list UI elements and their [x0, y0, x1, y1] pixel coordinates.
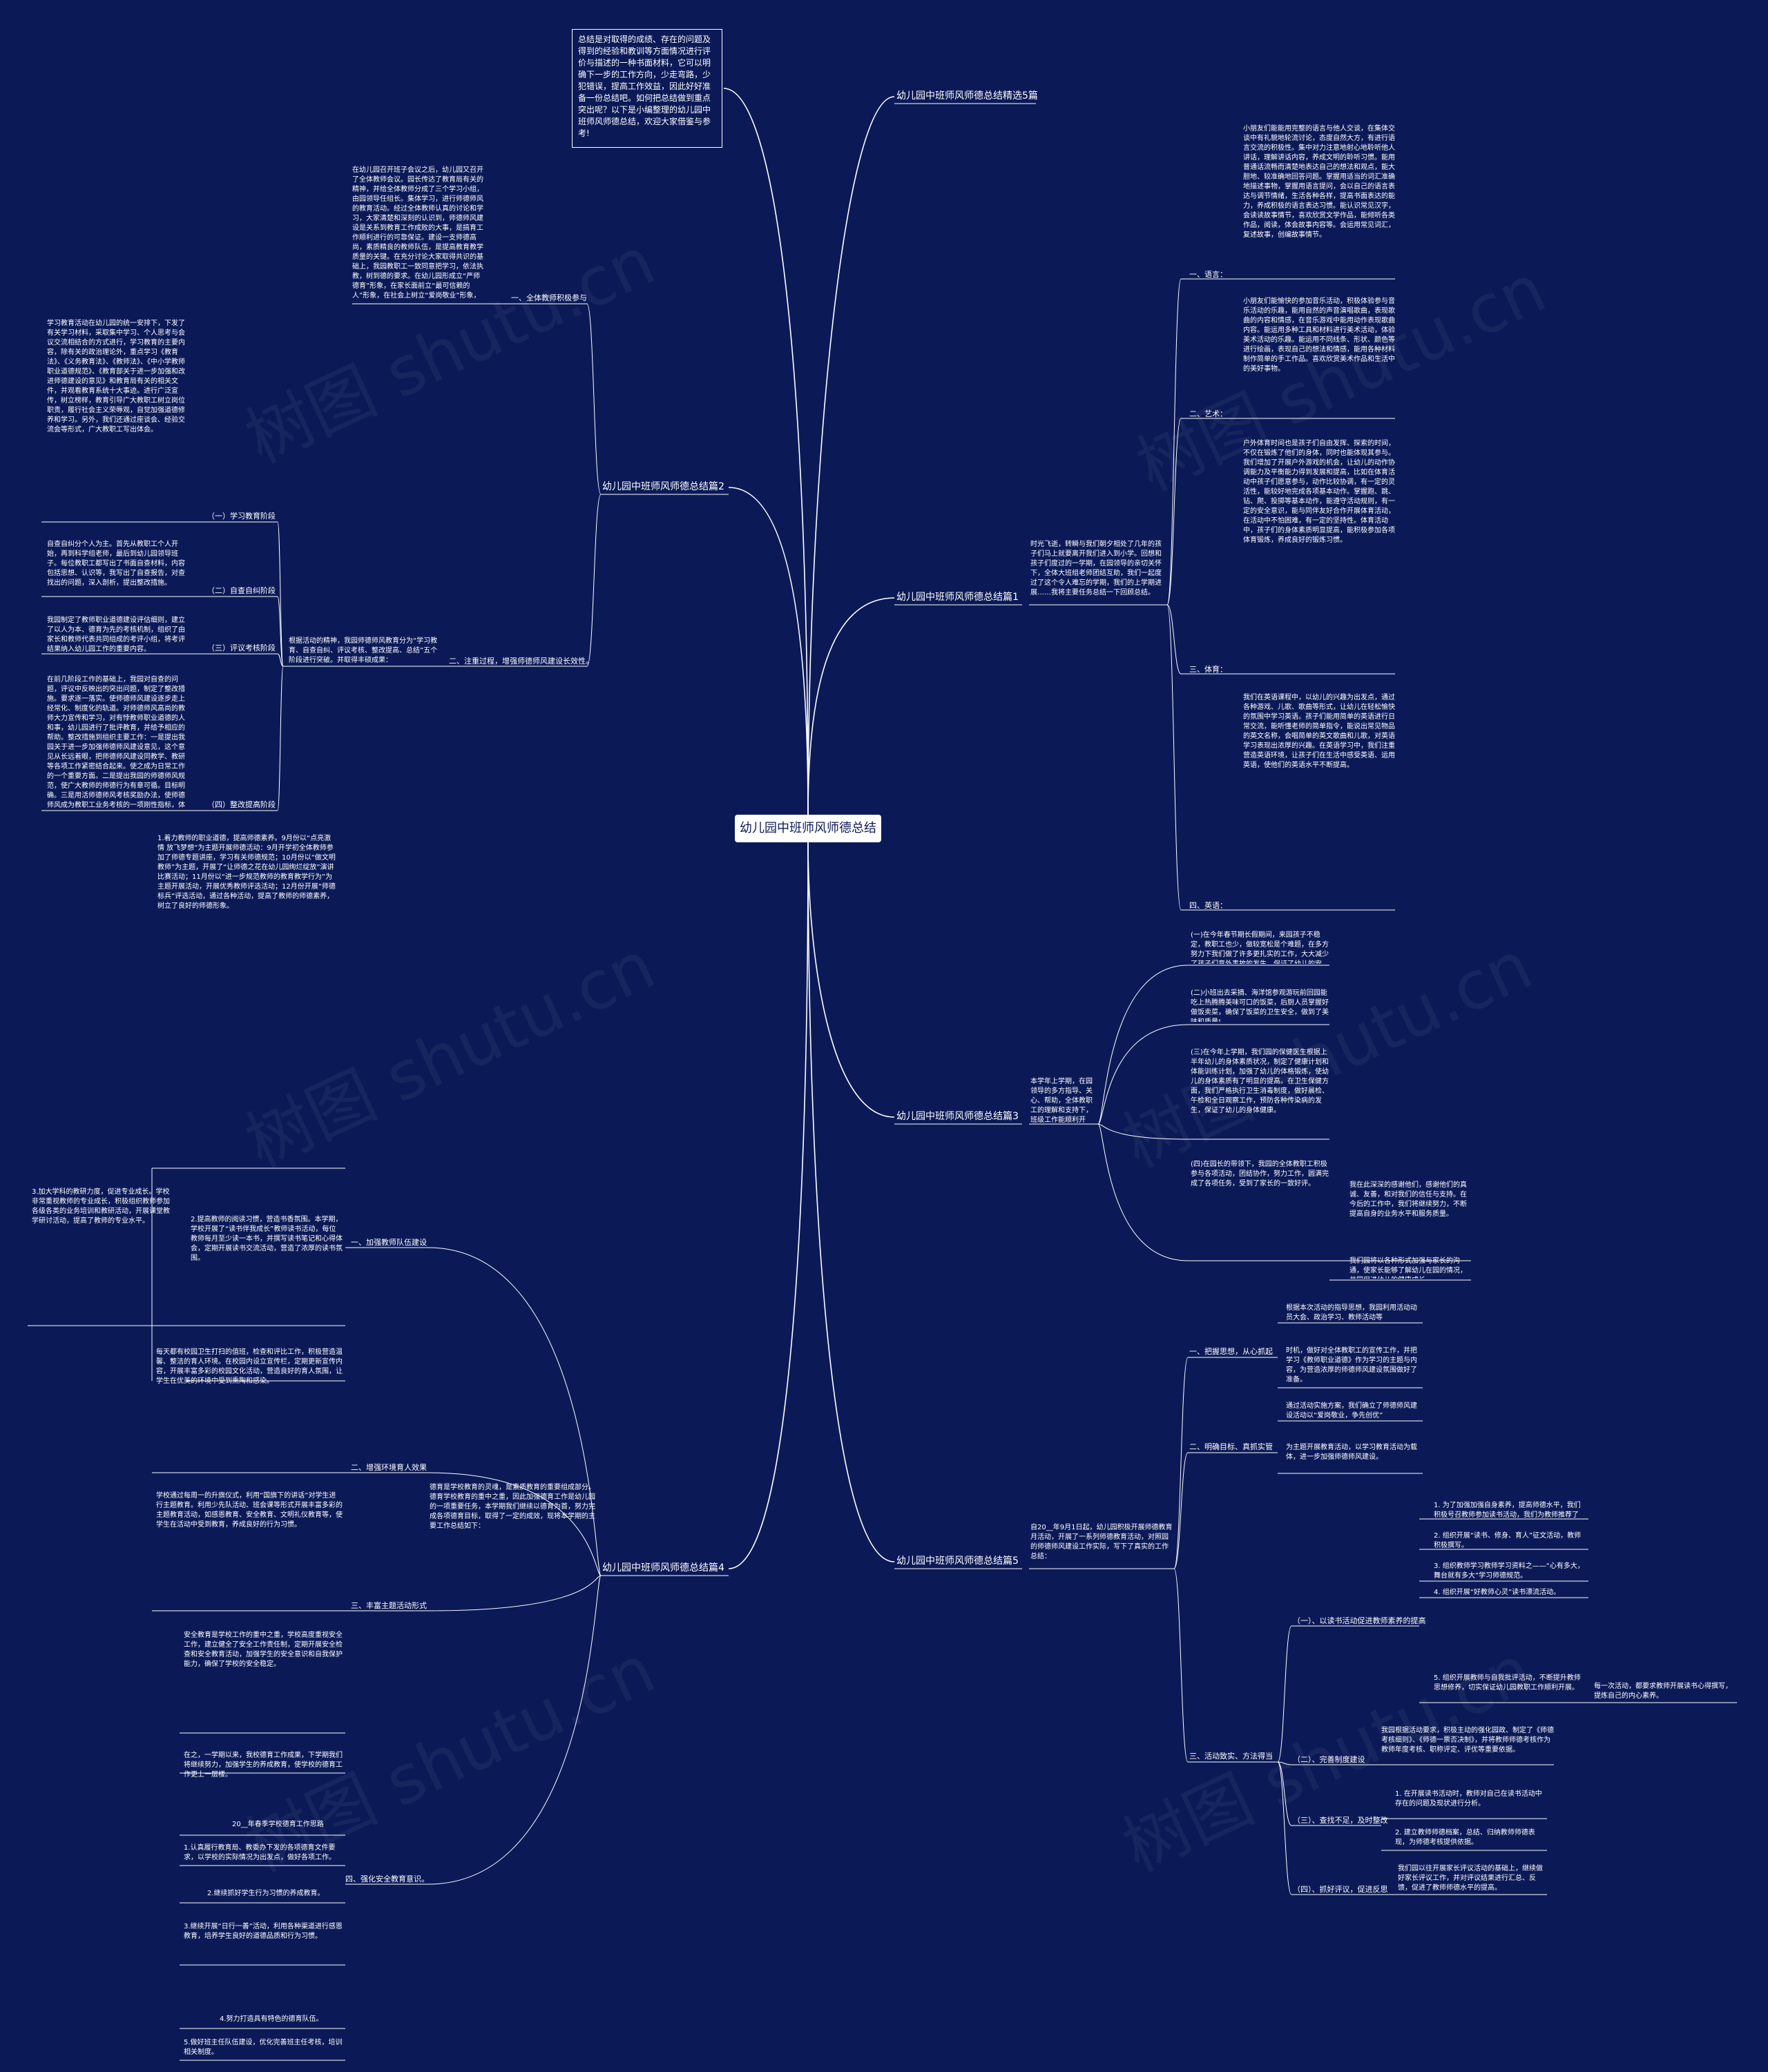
p4-section-1-c: 3.加大学科的教研力度，促进专业成长。学校非常重视教师的专业成长，积极组织教师参… [32, 1188, 170, 1225]
p3-item-4: (四)在园长的带领下，我园的全体教职工积极参与各项活动，团结协作，努力工作，圆满… [1191, 1161, 1329, 1188]
p5-section-2-b: 为主题开展教育活动，以学习教育活动为载体，进一步加强师德师风建设。 [1286, 1444, 1417, 1461]
p5-reading-5: 5. 组织开展教师与自我批评活动，不断提升教师思想修养，切实保证幼儿园教职工作顺… [1434, 1674, 1581, 1692]
p4-section-3-text: 学校通过每周一的升旗仪式，利用“国旗下的讲话”对学生进行主题教育。利用少先队活动… [156, 1492, 343, 1529]
p4-section-4-text: 安全教育是学校工作的重中之重，学校高度重视安全工作，建立健全了安全工作责任制，定… [184, 1632, 343, 1668]
p4-section-4[interactable]: 四、强化安全教育意识。 [345, 1875, 429, 1884]
root-node[interactable]: 幼儿园中班师风师德总结 [735, 815, 881, 842]
p2-stage-2-text: 自查自纠分个人为主。首先从教职工个人开始，再到科学组老师，最后到幼儿园领导班子。… [47, 541, 185, 587]
p2-section-2[interactable]: 二、注重过程，增强师德师风建设长效性。 [449, 657, 593, 666]
p5-section-1[interactable]: 一、把握思想，从心抓起 [1189, 1347, 1273, 1356]
p1-pe-text: 户外体育时间也是孩子们自由发挥、探索的时间，不仅在锻炼了他们的身体，同时也能体现… [1243, 440, 1395, 544]
p2-stage-4-text: 在前几阶段工作的基础上，我园对自查的问题，评议中反映出的突出问题，制定了整改措施… [47, 676, 185, 808]
p3-item-3: (三)在今年上学期，我们园的保健医生根据上半年幼儿的身体素质状况，制定了健康计划… [1191, 1049, 1329, 1114]
p4-section-2-text: 每天都有校园卫生打扫的值班，检查和评比工作，积极营造温馨、整洁的育人环境。在校园… [156, 1348, 343, 1385]
p5-reading-activity[interactable]: （一）、以读书活动促进教师素养的提高 [1293, 1616, 1426, 1625]
p5-system-building[interactable]: （二）、完善制度建设 [1293, 1755, 1365, 1764]
p2-stage-2[interactable]: （二）自查自纠阶段 [207, 586, 276, 595]
p1-art-text: 小朋友们能愉快的参加音乐活动，积极体验参与音乐活动的乐趣，能用自然的声音演唱歌曲… [1243, 298, 1395, 373]
p2-section-1-text: 在幼儿园召开班子会议之后，幼儿园又召开了全体教师会议。园长传达了教育局有关的精神… [352, 166, 483, 300]
p2-stage-4[interactable]: （四）整改提高阶段 [207, 800, 276, 809]
p3-item-2: (二)小班出去采摘、海洋馆参观游玩前回园能吃上热腾腾美味可口的饭菜，后厨人员掌握… [1191, 989, 1329, 1022]
p5-section-3[interactable]: 三、活动致实、方法得当 [1189, 1752, 1273, 1761]
p5-section-2-a: 通过活动实施方案，我们确立了师德师风建设活动以“爱岗敬业，争先创优” [1286, 1402, 1417, 1420]
p4-plan-3: 3.继续开展“日行一善”活动，利用各种渠道进行感恩教育，培养学生良好的道德品质和… [184, 1923, 343, 1940]
p1-art[interactable]: 二、艺术： [1189, 409, 1227, 418]
p4-plan-5: 5.做好班主任队伍建设，优化完善班主任考核，培训相关制度。 [184, 2039, 343, 2056]
p2-section-1[interactable]: 一、全体教师积极参与 [511, 293, 587, 302]
p5-section-1-b: 时机，做好对全体教职工的宣传工作，并把学习《教师职业道德》作为学习的主题与内容，… [1286, 1347, 1417, 1384]
p4-intro: 德育是学校教育的灵魂，是素质教育的重要组成部分。德育学校教育的重中之重，因此加强… [430, 1484, 595, 1530]
p4-section-1-a: 1.着力教师的职业道德，提高师德素养。9月份以“点亮激情 放飞梦想”为主题开展师… [157, 835, 336, 910]
p5-reading-5-note: 每一次活动，都要求教师开展读书心得撰写，提炼自己的内心素养。 [1594, 1683, 1732, 1700]
p5-evaluation[interactable]: （四）、抓好评议，促进反思 [1293, 1885, 1388, 1894]
p1-language-text: 小朋友们能能用完整的语言与他人交谈，在集体交谈中有礼貌地轮流讨论，态度自然大方，… [1243, 125, 1395, 239]
p4-section-3[interactable]: 三、丰富主题活动形式 [351, 1601, 427, 1610]
p5-system-text: 我园根据活动要求，积极主动的强化园政、制定了《师德考核细则》、《师德一票否决制》… [1381, 1727, 1554, 1754]
p3-item-4-detail: 我在此深深的感谢他们，感谢他们的真诚、友善，和对我们的信任与支持。在今后的工作中… [1349, 1181, 1467, 1218]
p1-pe[interactable]: 三、体育： [1189, 665, 1227, 674]
p2-stage-3[interactable]: （三）评议考核阶段 [207, 643, 276, 652]
p4-plan-4: 4.努力打造具有特色的德育队伍。 [220, 2015, 323, 2023]
p4-plan: 在之，一学期以来，我校德育工作成果，下学期我们将继续努力，加强学生的养成教育，使… [184, 1752, 343, 1779]
p5-reading-2: 2. 组织开展“读书、修身、育人”征文活动，教师积极撰写。 [1434, 1532, 1582, 1548]
p5-reading-1: 1. 为了加强加强自身素养，提高师德水平，我们积极号召教师参加读书活动，我们为教… [1434, 1502, 1581, 1518]
p5-reading-4: 4. 组织开展“好教师心灵”读书漂流活动。 [1434, 1589, 1561, 1596]
intro-note[interactable]: 总结是对取得的成绩、存在的问题及得到的经验和教训等方面情况进行评价与描述的一种书… [572, 29, 722, 148]
p5-intro: 自20__年9月1日起，幼儿园积极开展师德教育月活动，开展了一系列师德教育活动，… [1030, 1524, 1173, 1560]
p4-section-1-b: 2.提高教师的阅读习惯，营造书香氛围。本学期，学校开展了“读书伴我成长”教师读书… [191, 1216, 343, 1262]
p4-plan-2: 2.继续抓好学生行为习惯的养成教育。 [207, 1890, 325, 1897]
p5-find-2: 2. 建立教师师德档案，总结、归纳教师师德表现，为师德考核提供依据。 [1395, 1829, 1535, 1846]
p1-language[interactable]: 一、语言： [1189, 270, 1227, 279]
p4-section-1[interactable]: 一、加强教师队伍建设 [351, 1238, 427, 1247]
branch-part-1[interactable]: 幼儿园中班师风师德总结篇1 [896, 592, 1019, 603]
p5-reading-3: 3. 组织教师学习教师学习资料之——“心有多大，舞台就有多大”学习师德规范。 [1434, 1562, 1584, 1580]
branch-selected-5[interactable]: 幼儿园中班师风师德总结精选5篇 [896, 90, 1038, 101]
p4-plan-1: 1.认真履行教育局、教委办下发的各项德育文件要求，以学校的实际情况为出发点，做好… [184, 1844, 336, 1861]
p5-evaluation-text: 我们园以往开展家长评议活动的基础上，继续做好家长评议工作，并对评议结果进行汇总、… [1398, 1865, 1543, 1892]
p2-stage-1-text: 学习教育活动在幼儿园的统一安排下，下发了有关学习材料，采取集中学习、个人思考与会… [47, 320, 185, 434]
p5-section-2[interactable]: 二、明确目标、真抓实管 [1189, 1442, 1273, 1451]
p1-english[interactable]: 四、英语： [1189, 901, 1227, 910]
p2-stage-1[interactable]: （一）学习教育阶段 [207, 512, 276, 521]
p5-find-shortcomings[interactable]: （三）、查找不足，及时整改 [1293, 1816, 1388, 1825]
branch-part-3[interactable]: 幼儿园中班师风师德总结篇3 [896, 1111, 1019, 1122]
p2-stage-3-text: 我园制定了教师职业道德建设评估细则，建立了以人为本、德育为先的考核机制，组织了由… [47, 617, 185, 652]
branch-part-5[interactable]: 幼儿园中班师风师德总结篇5 [896, 1556, 1019, 1567]
p1-english-text: 我们在英语课程中，以幼儿的兴趣为出发点，通过各种游戏、儿歌、歌曲等形式，让幼儿在… [1243, 694, 1395, 769]
p3-intro: 本学年上学期，在园领导的多方指导、关心、帮助，全体教职工的理解和支持下，班级工作… [1030, 1078, 1093, 1123]
p5-find-1: 1. 在开展读书活动时，教师对自己在读书活动中存在的问题及现状进行分析。 [1395, 1790, 1542, 1808]
branch-part-2[interactable]: 幼儿园中班师风师德总结篇2 [602, 481, 724, 492]
p4-plan-title: 20__年春季学校德育工作思路 [232, 1821, 324, 1828]
p1-intro: 时光飞逝，转瞬与我们朝夕相处了几年的孩子们马上就要离开我们进入到小学。回想和孩子… [1030, 541, 1162, 597]
p2-section-2-text: 根据活动的精神，我园师德师风教育分为“学习教育、自查自纠、评议考核、整改提高、总… [289, 637, 438, 664]
p3-item-1: (一)在今年春节期长假期间，来园孩子不稳定，教职工也少，做较宽松是个难题，在多方… [1191, 931, 1329, 964]
p4-section-2[interactable]: 二、增强环境育人效果 [351, 1463, 427, 1472]
p5-section-1-a: 根据本次活动的指导思想，我园利用活动动员大会、政治学习、教师活动等 [1286, 1304, 1417, 1321]
branch-part-4[interactable]: 幼儿园中班师风师德总结篇4 [602, 1562, 724, 1574]
p3-item-5-detail: 我们园将以各种形式加强与家长的沟通，使家长能够了解幼儿在园的情况，共同促进幼儿的… [1349, 1257, 1467, 1279]
